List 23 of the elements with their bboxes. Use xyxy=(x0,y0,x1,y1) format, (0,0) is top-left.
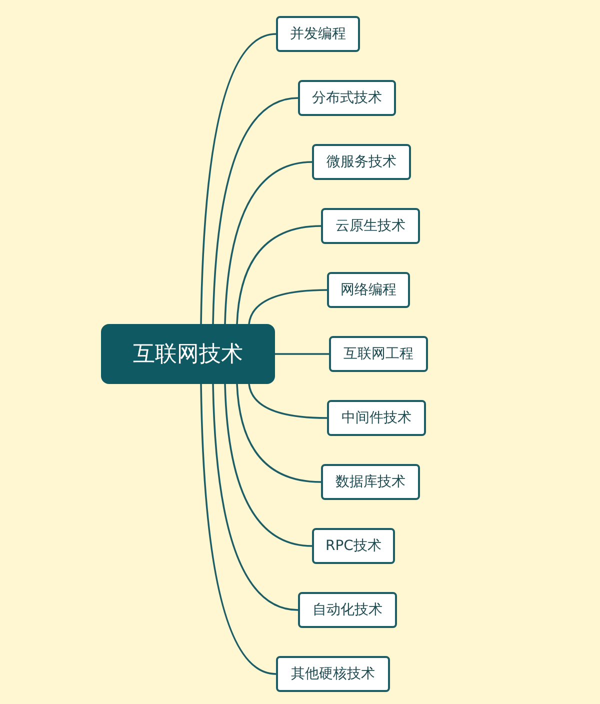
connector-line xyxy=(248,289,328,324)
connector-line xyxy=(200,33,276,324)
topic-box: 中间件技术 xyxy=(327,400,426,436)
topic-box: 分布式技术 xyxy=(298,80,396,116)
connector-line xyxy=(236,225,322,324)
connector-line xyxy=(224,384,312,547)
central-topic-box: 互联网技术 xyxy=(101,324,275,384)
topic-box: 网络编程 xyxy=(327,272,410,308)
connector-line xyxy=(200,384,276,675)
topic-box: 自动化技术 xyxy=(298,592,397,628)
connector-line xyxy=(212,97,298,324)
topic-box: 其他硬核技术 xyxy=(276,656,390,692)
connector-line xyxy=(224,161,312,324)
topic-box: 微服务技术 xyxy=(312,144,411,180)
topic-box: RPC技术 xyxy=(312,528,395,564)
connector-line xyxy=(275,353,329,355)
topic-box: 互联网工程 xyxy=(329,336,428,372)
topic-box: 数据库技术 xyxy=(321,464,420,500)
connector-line xyxy=(236,384,322,483)
connector-line xyxy=(212,384,298,611)
connector-line xyxy=(248,384,328,419)
topic-box: 云原生技术 xyxy=(321,208,420,244)
topic-box: 并发编程 xyxy=(276,16,360,52)
